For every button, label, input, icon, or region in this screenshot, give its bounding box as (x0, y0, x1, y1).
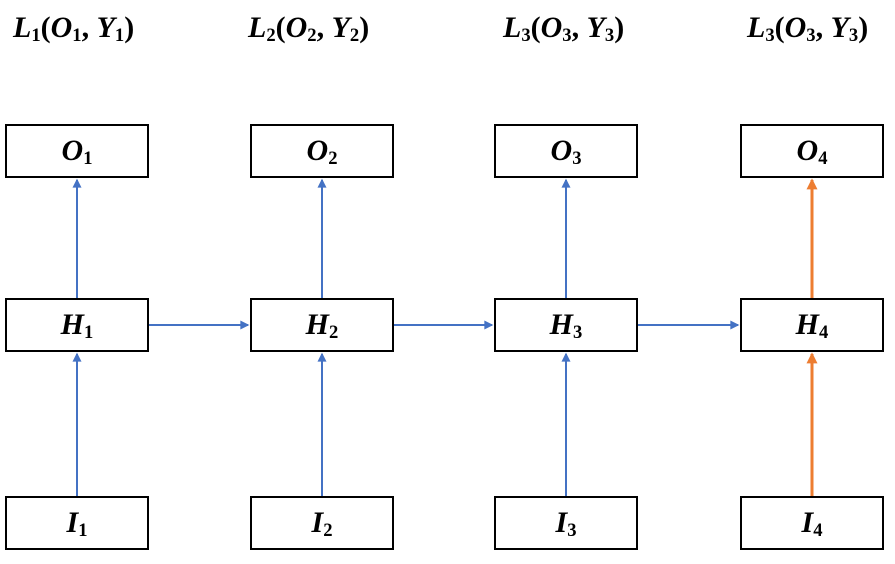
node-o3-label: O3 (550, 134, 582, 170)
node-h4: H4 (740, 298, 884, 352)
node-h3-label: H3 (549, 308, 583, 344)
node-h4-label: H4 (795, 308, 829, 344)
node-i2-label: I2 (311, 506, 333, 542)
node-i4: I4 (740, 496, 884, 550)
node-h1-label: H1 (60, 308, 94, 344)
loss-label-4: L3(O3, Y3) (747, 11, 869, 47)
node-o1: O1 (5, 124, 149, 178)
node-i2: I2 (250, 496, 394, 550)
node-o2: O2 (250, 124, 394, 178)
loss-label-2: L2(O2, Y2) (248, 11, 370, 47)
node-i4-label: I4 (801, 506, 823, 542)
node-h2-label: H2 (305, 308, 339, 344)
node-i1: I1 (5, 496, 149, 550)
node-h2: H2 (250, 298, 394, 352)
node-o1-label: O1 (61, 134, 93, 170)
node-o4-label: O4 (796, 134, 828, 170)
node-i3-label: I3 (555, 506, 577, 542)
node-o4: O4 (740, 124, 884, 178)
node-o3: O3 (494, 124, 638, 178)
node-h3: H3 (494, 298, 638, 352)
loss-label-1: L1(O1, Y1) (13, 11, 135, 47)
node-i1-label: I1 (66, 506, 88, 542)
node-i3: I3 (494, 496, 638, 550)
loss-label-3: L3(O3, Y3) (503, 11, 625, 47)
node-o2-label: O2 (306, 134, 338, 170)
node-h1: H1 (5, 298, 149, 352)
